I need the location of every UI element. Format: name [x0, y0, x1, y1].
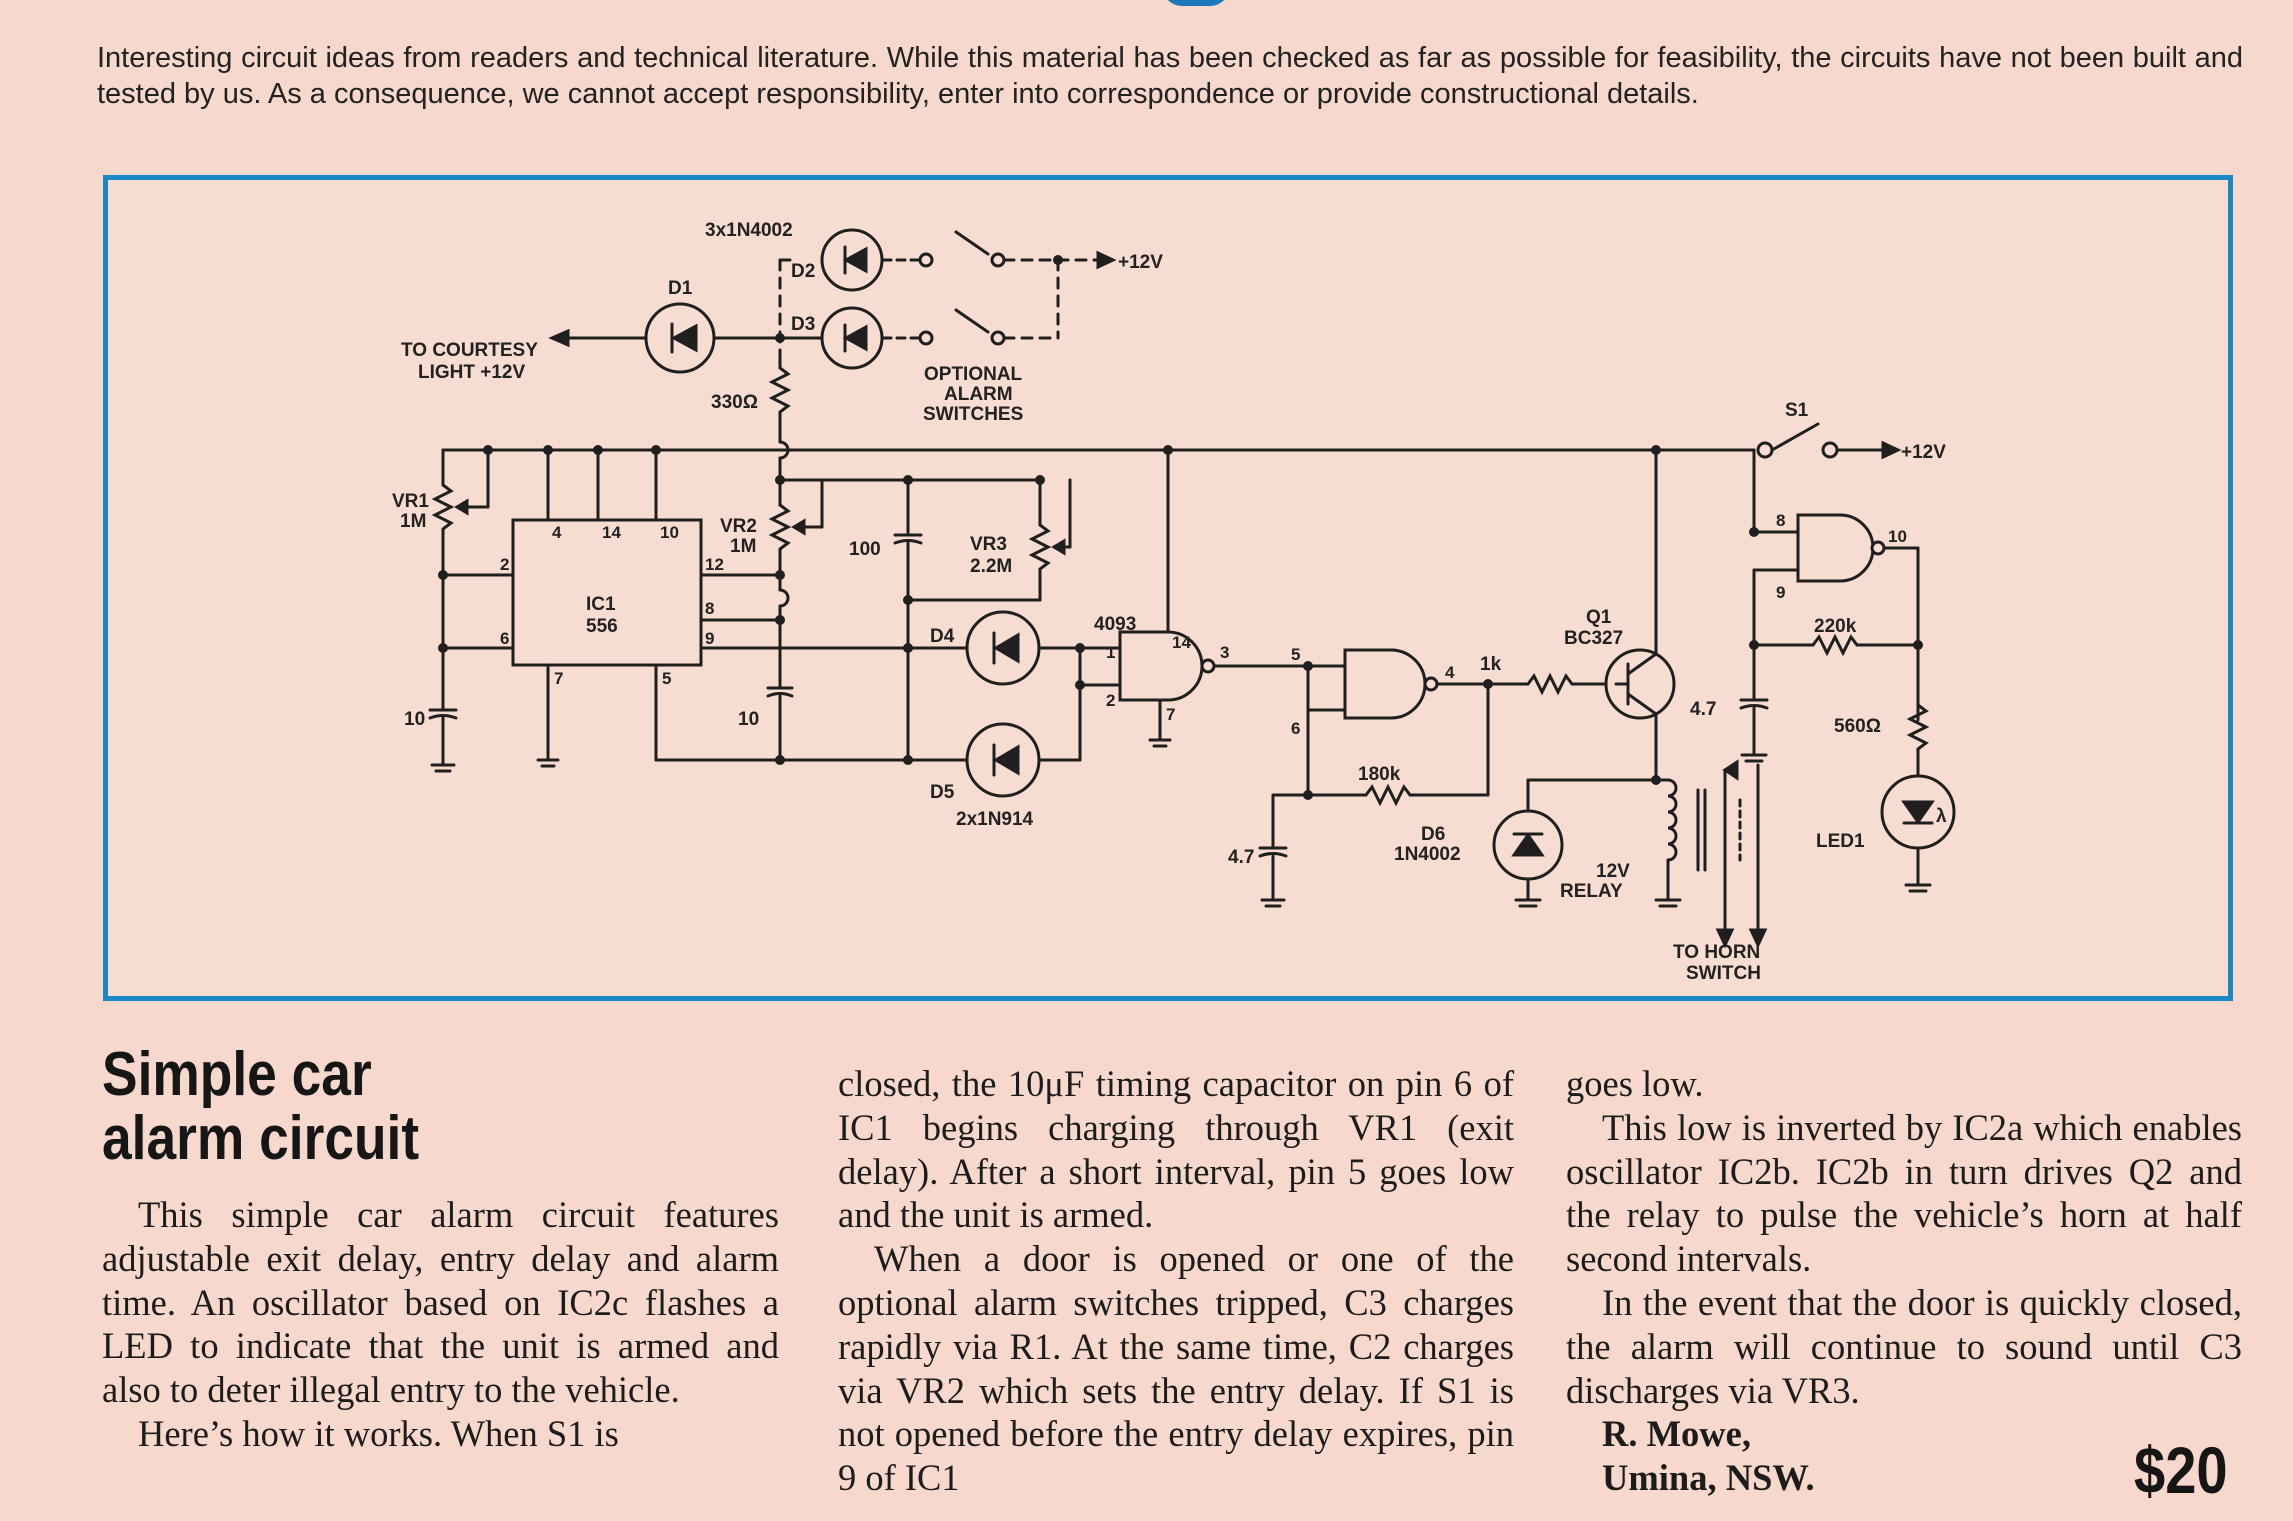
- disclaimer-text: Interesting circuit ideas from readers a…: [97, 42, 2243, 110]
- pin-2: 2: [500, 555, 509, 574]
- pin-10: 10: [660, 523, 679, 542]
- d5-label: D5: [930, 782, 955, 803]
- q1-label: Q1: [1586, 607, 1612, 628]
- nand-pin-6: 6: [1291, 719, 1300, 738]
- pin-4: 4: [552, 523, 562, 542]
- schematic-figure: 3x1N4002 D2 D3 D1 TO COURTESY LIGHT +12V…: [103, 175, 2233, 1001]
- nand-pin-4: 4: [1445, 663, 1455, 682]
- supply-top-label: +12V: [1118, 252, 1163, 273]
- paragraph: In the event that the door is quickly cl…: [1566, 1281, 2242, 1411]
- horn-label-1: TO HORN: [1673, 942, 1760, 963]
- vr2-value: 1M: [730, 536, 756, 557]
- d45-type-label: 2x1N914: [956, 809, 1034, 830]
- author-name: R. Mowe,: [1602, 1413, 1751, 1455]
- vr2-label: VR2: [720, 516, 757, 537]
- osc-pin-10: 10: [1888, 527, 1907, 546]
- d2-label: D2: [791, 261, 815, 282]
- article-column-2: closed, the 10μF timing capacitor on pin…: [838, 1062, 1514, 1500]
- vr3-value: 2.2M: [970, 556, 1012, 577]
- article-column-1: This simple car alarm circuit features a…: [102, 1193, 779, 1456]
- osc-pin-9: 9: [1776, 583, 1785, 602]
- relay-label-1: 12V: [1596, 861, 1630, 882]
- pin-7: 7: [554, 669, 563, 688]
- pin-14: 14: [602, 523, 621, 542]
- paragraph: Here’s how it works. When S1 is: [138, 1412, 619, 1454]
- nand-pin-2: 2: [1106, 691, 1115, 710]
- courtesy-label-2: LIGHT +12V: [418, 362, 525, 383]
- nand-pin-7: 7: [1166, 705, 1175, 724]
- led-lambda: λ: [1936, 806, 1947, 827]
- diodes-label: 3x1N4002: [705, 220, 793, 241]
- pin-12: 12: [705, 555, 724, 574]
- pin-8: 8: [705, 599, 714, 618]
- vr1-label: VR1: [392, 491, 429, 512]
- paragraph: When a door is opened or one of the opti…: [838, 1238, 1514, 1499]
- optional-label-3: SWITCHES: [923, 404, 1023, 425]
- nand-pin-5: 5: [1291, 645, 1300, 664]
- ic1-label: IC1: [586, 594, 616, 615]
- author-location: Umina, NSW.: [1602, 1457, 1815, 1499]
- courtesy-label-1: TO COURTESY: [401, 340, 538, 361]
- header-tab: [1162, 0, 1230, 6]
- d6-type-label: 1N4002: [1394, 844, 1461, 865]
- optional-label-1: OPTIONAL: [924, 364, 1023, 385]
- ic2-type-label: 4093: [1094, 614, 1136, 635]
- nand-pin-1: 1: [1106, 643, 1115, 662]
- c100-label: 100: [849, 539, 881, 560]
- c10-mid-label: 10: [738, 709, 759, 730]
- car-alarm-schematic: 3x1N4002 D2 D3 D1 TO COURTESY LIGHT +12V…: [392, 220, 1956, 984]
- optional-label-2: ALARM: [944, 384, 1013, 405]
- s1-label: S1: [1785, 400, 1809, 421]
- r560-label: 560Ω: [1834, 716, 1881, 737]
- r220k-label: 220k: [1814, 616, 1857, 637]
- d1-label: D1: [668, 278, 693, 299]
- paragraph: This low is inverted by IC2a which enabl…: [1566, 1106, 2242, 1280]
- vr3-label: VR3: [970, 534, 1007, 555]
- nand-pin-14: 14: [1172, 633, 1191, 652]
- paragraph: This simple car alarm circuit features a…: [102, 1194, 779, 1411]
- r180k-label: 180k: [1358, 764, 1401, 785]
- d3-label: D3: [791, 314, 815, 335]
- vr1-value: 1M: [400, 511, 426, 532]
- article-title: Simple car alarm circuit: [102, 1043, 704, 1171]
- supply-right-label: +12V: [1901, 442, 1946, 463]
- relay-label-2: RELAY: [1560, 881, 1623, 902]
- d6-label: D6: [1421, 824, 1445, 845]
- nand-pin-3: 3: [1220, 643, 1229, 662]
- pin-5: 5: [662, 669, 671, 688]
- paragraph: goes low.: [1566, 1063, 1704, 1104]
- led-label: LED1: [1816, 831, 1865, 852]
- q1-type-label: BC327: [1564, 628, 1623, 649]
- title-line-1: Simple car: [102, 1040, 372, 1109]
- pin-6: 6: [500, 629, 509, 648]
- pin-9: 9: [705, 629, 714, 648]
- prize-amount: $20: [2134, 1433, 2228, 1507]
- paragraph: closed, the 10μF timing capacitor on pin…: [838, 1063, 1514, 1236]
- title-line-2: alarm circuit: [102, 1104, 420, 1173]
- osc-pin-8: 8: [1776, 511, 1785, 530]
- r1k-label: 1k: [1480, 654, 1502, 675]
- c47-left-label: 4.7: [1228, 847, 1254, 868]
- c47-right-label: 4.7: [1690, 699, 1716, 720]
- article-column-3: goes low. This low is inverted by IC2a w…: [1566, 1062, 2242, 1500]
- ic1-type: 556: [586, 616, 618, 637]
- d4-label: D4: [930, 626, 955, 647]
- c10-left-label: 10: [404, 709, 425, 730]
- r330-label: 330Ω: [711, 392, 758, 413]
- horn-label-2: SWITCH: [1686, 963, 1761, 984]
